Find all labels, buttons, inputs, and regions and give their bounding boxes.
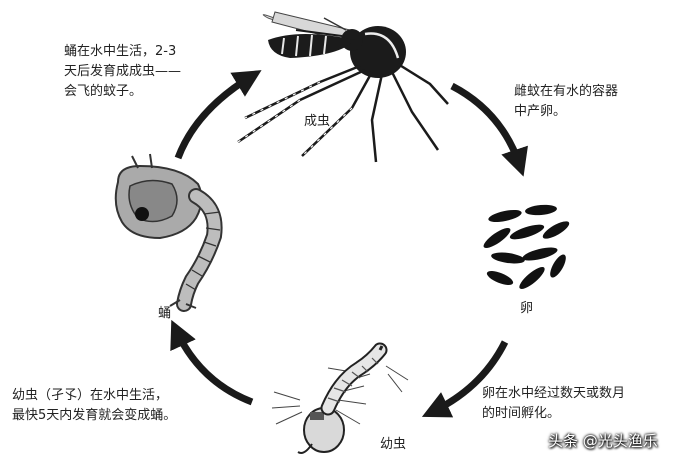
arrow-pupa-to-adult: [174, 70, 262, 160]
description-line: 雌蚊在有水的容器: [514, 84, 619, 99]
pupa-label: 蛹: [158, 306, 172, 321]
description-line: 的时间孵化。: [482, 406, 561, 421]
description-line: 幼虫（孑孓）在水中生活，: [12, 388, 169, 403]
description-line: 天后发育成成虫——: [64, 64, 182, 79]
larva-to-pupa-description: 幼虫（孑孓）在水中生活， 最快5天内发育就会变成蛹。: [12, 386, 176, 426]
arrow-adult-to-egg: [450, 82, 528, 177]
adult-mosquito-illustration: [237, 11, 449, 163]
adult-label: 成虫: [304, 114, 331, 129]
pupa-to-adult-description: 蛹在水中生活，2-3 天后发育成成虫—— 会飞的蚊子。: [64, 42, 181, 102]
adult-to-egg-description: 雌蚊在有水的容器 中产卵。: [514, 82, 618, 122]
description-line: 卵在水中经过数天或数月: [482, 386, 626, 401]
egg-cluster-illustration: [483, 204, 570, 289]
larva-label: 幼虫: [380, 437, 407, 452]
arrow-larva-to-pupa: [170, 319, 254, 406]
description-line: 中产卵。: [514, 104, 567, 119]
arrow-egg-to-larva: [421, 340, 509, 418]
egg-label: 卵: [520, 301, 534, 316]
description-line: 会飞的蚊子。: [64, 84, 143, 99]
watermark: 头条 @光头渔乐: [548, 432, 658, 450]
larva-illustration: [271, 342, 409, 454]
description-line: 蛹在水中生活，2-3: [64, 44, 177, 59]
pupa-illustration: [114, 153, 223, 312]
egg-to-larva-description: 卵在水中经过数天或数月 的时间孵化。: [482, 384, 625, 424]
description-line: 最快5天内发育就会变成蛹。: [12, 408, 177, 423]
